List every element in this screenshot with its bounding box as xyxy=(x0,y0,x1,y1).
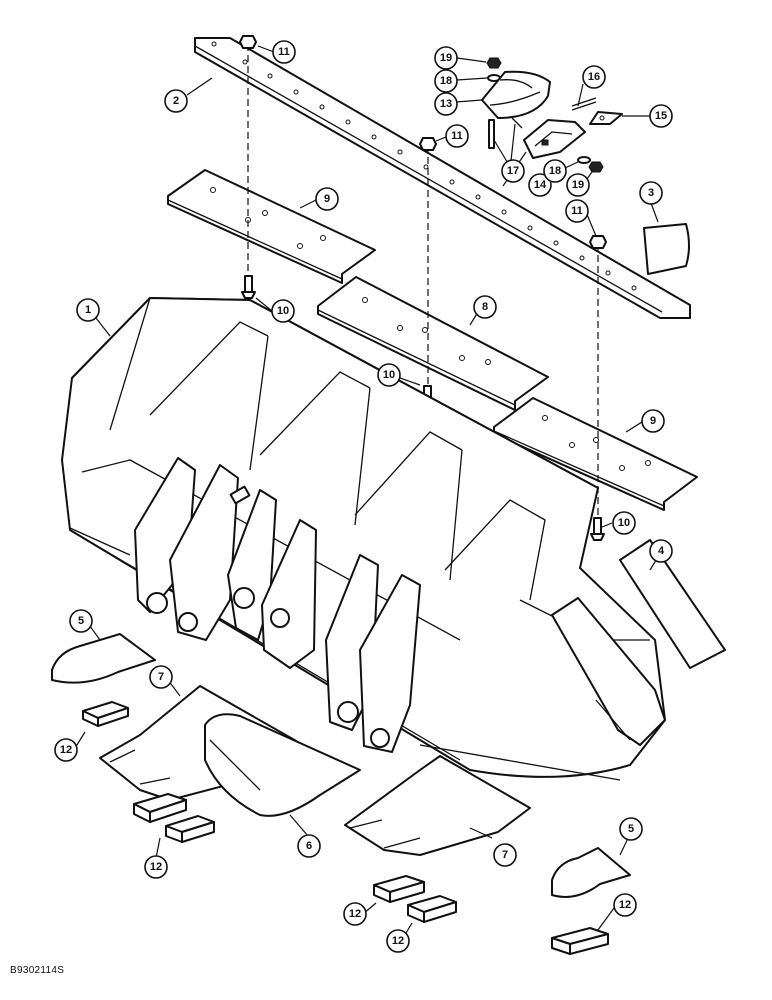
callout-9a: 9 xyxy=(315,187,339,211)
callout-11c: 11 xyxy=(565,199,589,223)
svg-text:5: 5 xyxy=(628,823,634,835)
callout-18b: 18 xyxy=(543,159,567,183)
svg-text:10: 10 xyxy=(618,517,630,529)
callout-12c: 12 xyxy=(343,902,367,926)
svg-text:11: 11 xyxy=(571,205,583,217)
callout-10b: 10 xyxy=(377,363,401,387)
wear-plate-part-3 xyxy=(643,223,690,275)
svg-text:19: 19 xyxy=(440,52,452,64)
callout-10a: 10 xyxy=(271,299,295,323)
callout-4: 4 xyxy=(649,539,673,563)
svg-text:4: 4 xyxy=(658,545,665,557)
callout-7a: 7 xyxy=(149,665,173,689)
svg-text:7: 7 xyxy=(502,849,508,861)
svg-text:12: 12 xyxy=(619,899,631,911)
svg-text:9: 9 xyxy=(650,415,656,427)
svg-text:17: 17 xyxy=(507,165,519,177)
svg-text:19: 19 xyxy=(572,179,584,191)
svg-text:8: 8 xyxy=(482,301,488,313)
center-skid-part-6 xyxy=(204,713,361,817)
callout-18a: 18 xyxy=(434,69,458,93)
callout-6: 6 xyxy=(297,834,321,858)
callout-14: 14 xyxy=(528,173,552,197)
svg-text:18: 18 xyxy=(549,165,561,177)
svg-text:18: 18 xyxy=(440,75,452,87)
callout-17: 17 xyxy=(501,159,525,183)
callout-15: 15 xyxy=(649,104,673,128)
callout-leaders xyxy=(74,45,662,939)
wear-blocks-part-12 xyxy=(82,701,609,955)
callout-3: 3 xyxy=(639,181,663,205)
callout-13: 13 xyxy=(434,92,458,116)
svg-text:12: 12 xyxy=(60,744,72,756)
callout-5b: 5 xyxy=(619,817,643,841)
svg-text:12: 12 xyxy=(349,908,361,920)
wear-plate-part-4 xyxy=(619,539,726,669)
svg-text:16: 16 xyxy=(588,71,600,83)
svg-text:5: 5 xyxy=(78,615,84,627)
tooth-assembly-parts-13-19 xyxy=(481,57,623,173)
callout-12b: 12 xyxy=(144,855,168,879)
nuts-part-11 xyxy=(239,35,607,249)
skid-plate-part-7-right xyxy=(344,755,531,856)
callout-16: 16 xyxy=(582,65,606,89)
callout-12a: 12 xyxy=(54,738,78,762)
svg-text:10: 10 xyxy=(383,369,395,381)
svg-text:12: 12 xyxy=(392,935,404,947)
callout-11b: 11 xyxy=(445,124,469,148)
callout-1: 1 xyxy=(76,298,100,322)
wear-shoe-part-5-right xyxy=(551,847,631,898)
callout-19b: 19 xyxy=(566,173,590,197)
callout-5a: 5 xyxy=(69,609,93,633)
svg-text:2: 2 xyxy=(173,95,179,107)
callout-19a: 19 xyxy=(434,46,458,70)
callout-9b: 9 xyxy=(641,409,665,433)
callout-8: 8 xyxy=(473,295,497,319)
segment-part-8 xyxy=(317,276,549,411)
bucket-part-1 xyxy=(61,297,666,781)
segment-part-9-left xyxy=(167,169,376,284)
svg-text:10: 10 xyxy=(277,305,289,317)
svg-text:12: 12 xyxy=(150,861,162,873)
svg-text:11: 11 xyxy=(451,130,463,142)
svg-text:1: 1 xyxy=(85,304,91,316)
callout-10c: 10 xyxy=(612,511,636,535)
callout-12d: 12 xyxy=(386,929,410,953)
svg-text:15: 15 xyxy=(655,110,667,122)
wear-shoe-part-5-left xyxy=(51,633,156,684)
svg-text:13: 13 xyxy=(440,98,452,110)
callout-2: 2 xyxy=(164,89,188,113)
figure-reference-code: B9302114S xyxy=(10,965,65,976)
svg-text:3: 3 xyxy=(648,187,654,199)
svg-text:7: 7 xyxy=(158,671,164,683)
svg-text:9: 9 xyxy=(324,193,330,205)
svg-text:6: 6 xyxy=(306,840,312,852)
svg-text:11: 11 xyxy=(278,46,290,58)
svg-text:14: 14 xyxy=(534,179,547,191)
bolt-alignment-lines xyxy=(247,44,599,522)
callout-12e: 12 xyxy=(613,893,637,917)
callout-11a: 11 xyxy=(272,40,296,64)
callout-7b: 7 xyxy=(493,843,517,867)
